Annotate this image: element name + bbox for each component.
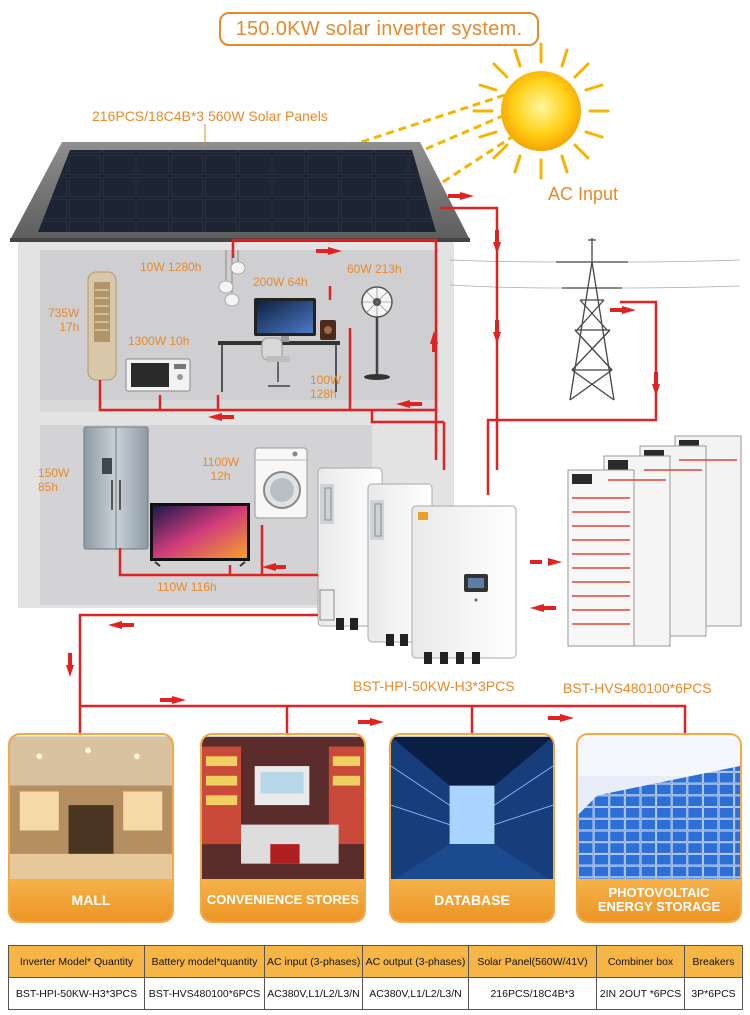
scene-caption: DATABASE	[391, 879, 553, 921]
mall-image	[10, 736, 172, 882]
scene-card-photovoltaic: PHOTOVOLTAIC ENERGY STORAGE	[576, 733, 742, 923]
refrigerator-icon	[83, 426, 149, 550]
table-header-row: Inverter Model* Quantity Battery model*q…	[8, 945, 743, 978]
table-cell: AC380V,L1/L2/L3/N	[362, 977, 469, 1010]
table-header-cell: Solar Panel(560W/41V)	[468, 945, 597, 978]
spec-table: Inverter Model* Quantity Battery model*q…	[8, 945, 743, 1010]
fan-power-label: 60W 213h	[347, 262, 402, 276]
table-header-cell: Combiner box	[596, 945, 685, 978]
solar-panel-label: 216PCS/18C4B*3 560W Solar Panels	[92, 108, 328, 124]
table-cell: AC380V,L1/L2/L3/N	[264, 977, 363, 1010]
computer-power-label: 200W 64h	[253, 275, 308, 289]
store-image	[202, 736, 364, 882]
microwave-icon	[125, 358, 191, 392]
table-cell: 3P*6PCS	[684, 977, 743, 1010]
sun-icon	[472, 42, 610, 180]
ac-input-label: AC Input	[548, 184, 619, 204]
inverter-unit-icon	[317, 467, 383, 630]
office-chair-icon	[261, 337, 290, 387]
table-header-cell: Battery model*quantity	[144, 945, 265, 978]
pv-farm-image	[578, 736, 740, 882]
battery-stack-icon	[567, 435, 742, 647]
ac-unit-power-label: 735W 17h	[48, 306, 80, 334]
scene-caption: CONVENIENCE STORES	[202, 879, 364, 921]
table-row: BST-HPI-50KW-H3*3PCS BST-HVS480100*6PCS …	[8, 977, 743, 1010]
table-cell: BST-HPI-50KW-H3*3PCS	[8, 977, 145, 1010]
scene-caption: PHOTOVOLTAIC ENERGY STORAGE	[578, 879, 740, 921]
system-diagram	[10, 42, 742, 734]
microwave-power-label: 1300W 10h	[128, 334, 190, 348]
washer-power-label: 1100W 12h	[202, 455, 240, 483]
table-header-cell: AC output (3-phases)	[362, 945, 469, 978]
scene-card-mall: MALL	[8, 733, 174, 923]
scene-caption: MALL	[10, 879, 172, 921]
fridge-power-label: 150W 85h	[38, 466, 70, 494]
tv-power-label: 110W 116h	[157, 580, 217, 594]
television-icon	[150, 503, 250, 567]
speaker-icon	[320, 320, 336, 340]
washing-machine-icon	[254, 447, 308, 519]
page-title: 150.0KW solar inverter system.	[219, 12, 539, 46]
table-header-cell: Breakers	[684, 945, 743, 978]
scene-card-database: DATABASE	[389, 733, 555, 923]
battery-model-label: BST-HVS480100*6PCS	[563, 680, 712, 696]
computer-icon	[254, 298, 316, 342]
table-cell: 216PCS/18C4B*3	[468, 977, 597, 1010]
pendant-lamp-icon	[218, 250, 246, 307]
datacenter-image	[391, 736, 553, 882]
table-header-cell: Inverter Model* Quantity	[8, 945, 145, 978]
standing-fan-icon	[361, 286, 393, 380]
inverter-unit-icon	[411, 505, 517, 664]
transmission-tower-icon	[449, 238, 741, 401]
table-header-cell: AC input (3-phases)	[264, 945, 363, 978]
solar-panel-array	[38, 150, 436, 232]
tower-ac-icon	[87, 271, 117, 381]
lamp-power-label: 10W 1280h	[140, 260, 202, 274]
scene-card-convenience-stores: CONVENIENCE STORES	[200, 733, 366, 923]
table-cell: BST-HVS480100*6PCS	[144, 977, 265, 1010]
table-cell: 2IN 2OUT *6PCS	[596, 977, 685, 1010]
inverter-model-label: BST-HPI-50KW-H3*3PCS	[353, 678, 515, 694]
speaker-power-label: 100W 128h	[310, 373, 342, 401]
